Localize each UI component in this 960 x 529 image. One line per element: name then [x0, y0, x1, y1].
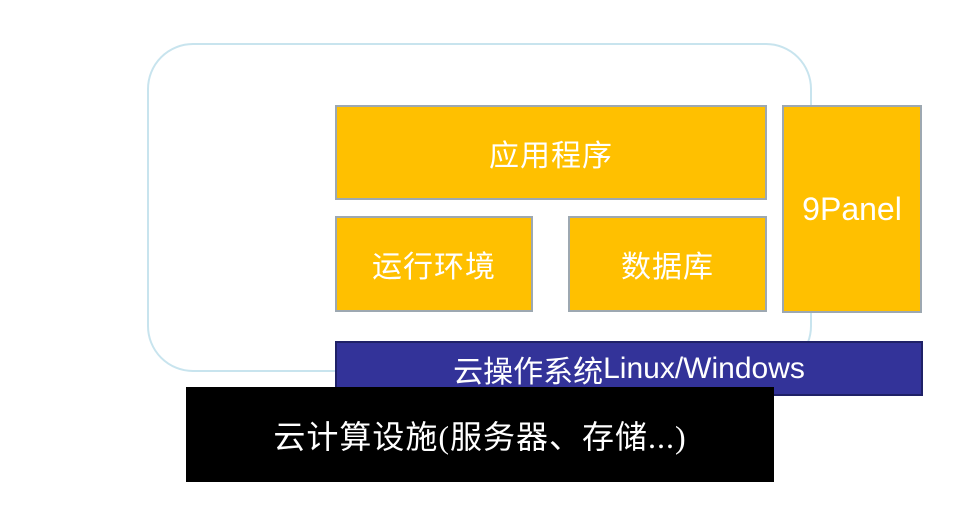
9panel-box: 9Panel	[782, 105, 922, 313]
runtime-environment-box: 运行环境	[335, 216, 533, 312]
9panel-box-label: 9Panel	[802, 190, 902, 227]
cloud-infrastructure-bar-label: 云计算设施(服务器、存储...)	[273, 418, 687, 455]
application-box: 应用程序	[335, 105, 767, 200]
database-box-label: 数据库	[621, 251, 714, 284]
runtime-environment-box-label: 运行环境	[372, 251, 496, 284]
cloud-os-bar-label-en: Linux/Windows	[603, 351, 805, 385]
application-box-label: 应用程序	[489, 139, 613, 173]
database-box: 数据库	[568, 216, 767, 312]
cloud-infrastructure-bar: 云计算设施(服务器、存储...)	[186, 387, 774, 482]
cloud-os-bar-label-cn: 云操作系统	[453, 355, 604, 389]
